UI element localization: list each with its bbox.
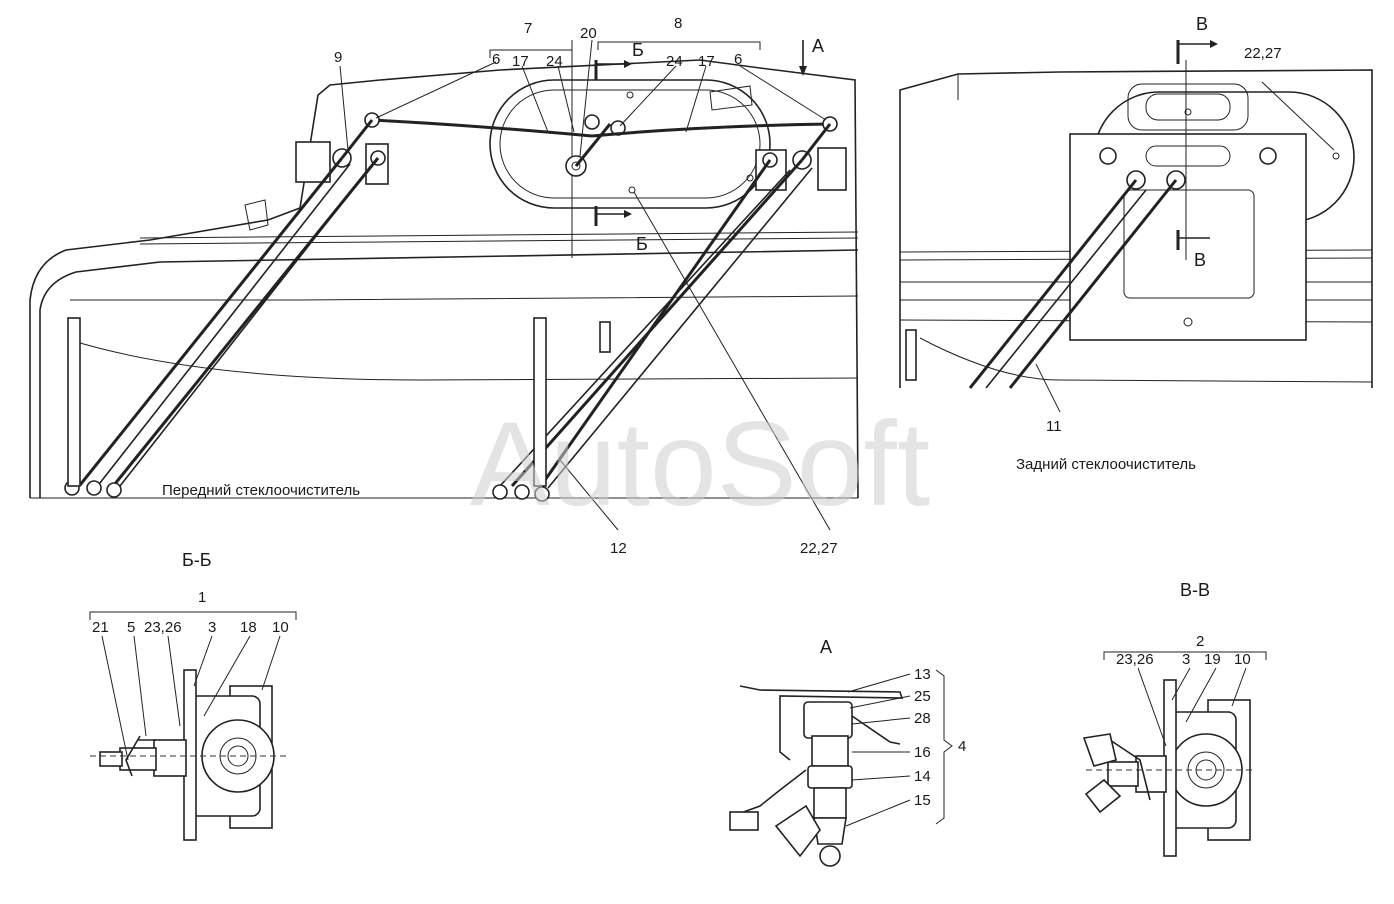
- section-bb-view: [89, 611, 297, 841]
- label-a-15: 15: [914, 792, 931, 809]
- label-9: 9: [334, 49, 342, 66]
- marker-v-bottom: В: [1194, 250, 1206, 270]
- watermark: AutoSoft: [470, 397, 930, 531]
- marker-v-top: В: [1196, 14, 1208, 34]
- label-8: 8: [674, 15, 682, 32]
- label-bb-21: 21: [92, 619, 109, 636]
- label-a-13: 13: [914, 666, 931, 683]
- section-title-vv: В-В: [1180, 580, 1210, 600]
- label-a-25: 25: [914, 688, 931, 705]
- section-title-bb: Б-Б: [182, 550, 212, 570]
- label-11: 11: [1046, 418, 1062, 435]
- marker-b-top: Б: [632, 40, 644, 60]
- label-a-4: 4: [958, 738, 966, 755]
- label-vv-3: 3: [1182, 651, 1190, 668]
- label-22-27-front: 22,27: [800, 540, 838, 557]
- label-vv-10: 10: [1234, 651, 1251, 668]
- front-wiper-view: [29, 39, 917, 531]
- label-a-16: 16: [914, 744, 931, 761]
- label-17-left: 17: [512, 53, 529, 70]
- caption-front-wiper: Передний стеклоочиститель: [162, 482, 360, 499]
- label-bb-23-26: 23,26: [144, 619, 182, 636]
- label-bb-3: 3: [208, 619, 216, 636]
- label-a-14: 14: [914, 768, 931, 785]
- label-bb-5: 5: [127, 619, 135, 636]
- label-bb-10: 10: [272, 619, 289, 636]
- label-20: 20: [580, 25, 597, 42]
- label-12: 12: [610, 540, 627, 557]
- section-vv-view: [1082, 651, 1267, 857]
- label-22-27-rear: 22,27: [1244, 45, 1282, 62]
- label-17-right: 17: [698, 53, 715, 70]
- view-a-detail: [729, 669, 953, 867]
- section-title-a: А: [820, 637, 832, 657]
- label-6-right: 6: [734, 51, 742, 68]
- label-24-left: 24: [546, 53, 563, 70]
- label-vv-19: 19: [1204, 651, 1221, 668]
- label-24-right: 24: [666, 53, 683, 70]
- label-7: 7: [524, 20, 532, 37]
- label-vv-23-26: 23,26: [1116, 651, 1154, 668]
- label-a-28: 28: [914, 710, 931, 727]
- label-6-left: 6: [492, 51, 500, 68]
- caption-rear-wiper: Задний стеклоочиститель: [1016, 456, 1196, 473]
- label-bb-1: 1: [198, 589, 206, 606]
- marker-a-top: А: [812, 36, 824, 56]
- rear-wiper-view: [899, 40, 1373, 413]
- label-bb-18: 18: [240, 619, 257, 636]
- label-vv-2: 2: [1196, 633, 1204, 650]
- marker-b-bottom: Б: [636, 234, 648, 254]
